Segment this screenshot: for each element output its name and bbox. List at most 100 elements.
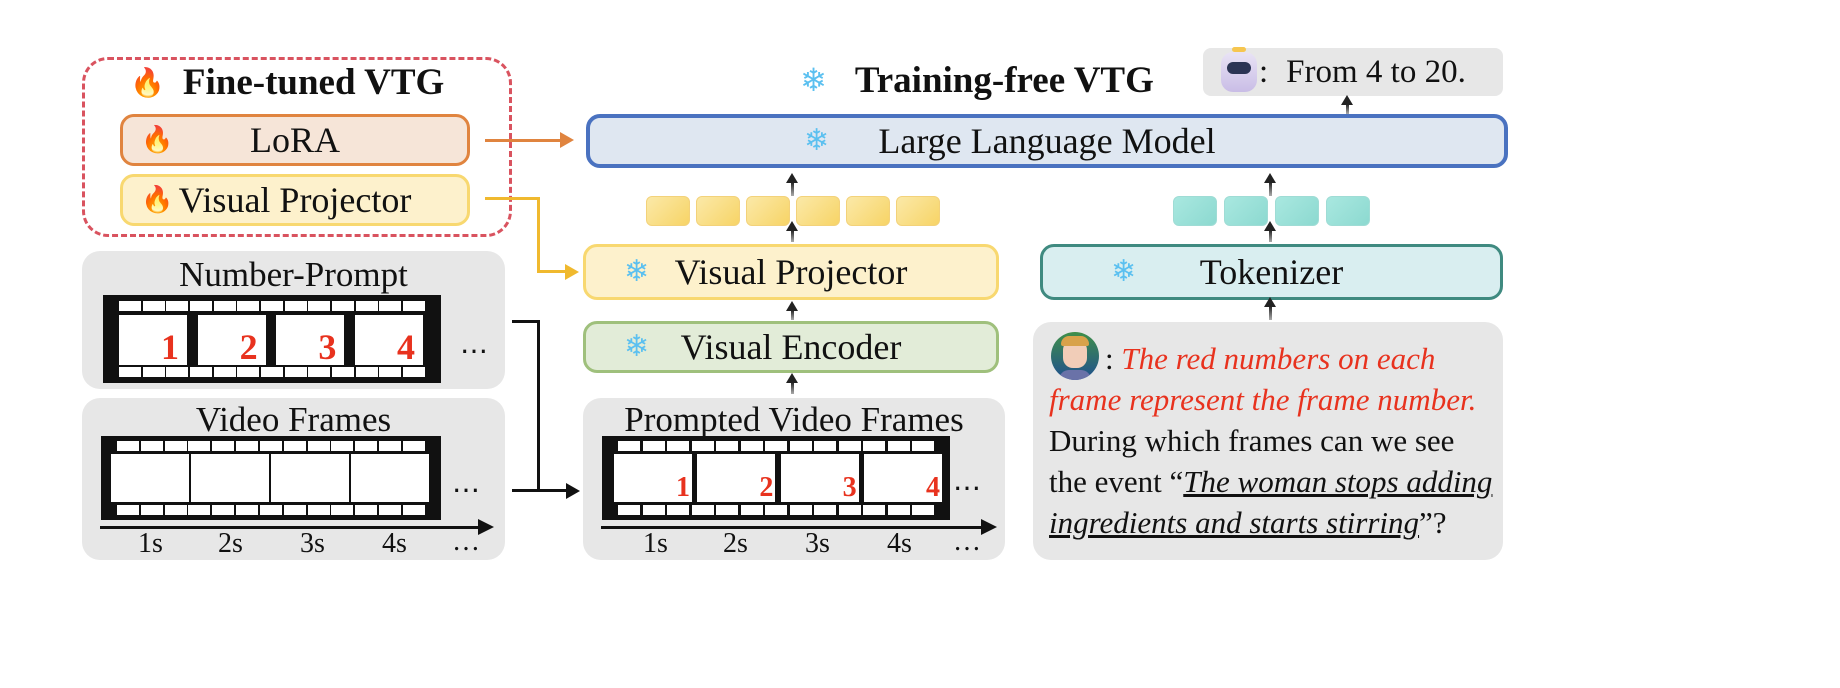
fine-tuned-visual-projector: 🔥 Visual Projector [120,174,470,226]
visual-token [696,196,740,226]
film-strip: 1 2 3 4 [602,436,950,520]
time-tick: 2s [218,528,243,559]
number-frame: 2 [197,315,266,365]
time-tick: 4s [382,528,407,559]
frames [111,454,429,502]
video-frames-title: Video Frames [195,400,392,439]
timeline-axis [601,519,997,535]
video-frames-panel: Video Frames … 1s 2s 3s 4s … [82,398,505,560]
output-arrow [1341,95,1353,114]
training-free-title: ❄ Training-free VTG [800,59,1154,101]
frames: 1 2 3 4 [614,454,942,502]
time-tick: 3s [300,528,325,559]
instruction-text: frame represent the frame number. [1049,382,1477,417]
frames: 1 2 3 4 [119,315,423,365]
arrow-up [1264,297,1276,320]
arrowhead [566,483,580,499]
instruction-text: The red numbers on each [1121,341,1436,376]
time-tick: 3s [805,528,830,559]
snowflake-icon: ❄ [800,61,827,99]
connector-segment [537,320,540,492]
text-token [1173,196,1217,226]
merge-connector [512,320,540,323]
fire-icon: 🔥 [141,185,174,215]
text-token [1224,196,1268,226]
question-text: During which frames can we see [1049,423,1455,458]
ellipsis: … [460,327,489,360]
video-frame [111,454,189,502]
number-frame: 4 [354,315,423,365]
arrow-up [1264,173,1276,196]
tokenizer: ❄ Tokenizer [1040,244,1503,300]
visual-token [646,196,690,226]
event-text: ingredients and starts stirring [1049,505,1420,540]
time-tick: 1s [643,528,668,559]
robot-icon [1221,47,1257,92]
arrowhead [565,264,579,280]
ellipsis: … [953,464,982,497]
arrow-segment [537,270,567,273]
arrow-up [786,301,798,320]
visual-token [796,196,840,226]
query-text: : The red numbers on each frame represen… [1049,341,1493,540]
time-tick: … [452,526,480,557]
time-tick: … [953,526,981,557]
sprocket-holes [618,441,934,451]
large-language-model: ❄ Large Language Model [586,114,1508,168]
number-frame: 3 [276,315,345,365]
visual-encoder: ❄ Visual Encoder [583,321,999,373]
query-panel: : The red numbers on each frame represen… [1033,322,1503,560]
snowflake-icon: ❄ [624,254,650,289]
snowflake-icon: ❄ [804,123,830,158]
sprocket-holes [117,505,425,515]
fine-tuned-title: 🔥 Fine-tuned VTG [130,61,445,103]
number-frame: 1 [119,315,187,365]
fire-icon: 🔥 [130,65,165,99]
time-tick: 4s [887,528,912,559]
film-strip [101,436,441,520]
ellipsis: … [452,466,481,499]
video-frame [271,454,349,502]
user-avatar-icon [1051,332,1099,380]
prompted-frame: 3 [780,454,859,502]
video-frame [351,454,429,502]
fire-icon: 🔥 [141,125,174,155]
visual-token [896,196,940,226]
prompted-frame: 1 [614,454,692,502]
time-tick: 2s [723,528,748,559]
prompted-frames-panel: Prompted Video Frames 1 2 3 4 … 1s 2s 3s… [583,398,1005,560]
film-strip: 1 2 3 4 [103,295,441,383]
lora-module: 🔥 LoRA [120,114,470,166]
visual-projector: ❄ Visual Projector [583,244,999,300]
number-prompt-panel: Number-Prompt 1 2 3 4 … [82,251,505,389]
video-frame [191,454,269,502]
arrow-up [786,221,798,242]
snowflake-icon: ❄ [1111,254,1137,289]
number-prompt-title: Number-Prompt [179,255,408,294]
sprocket-holes [117,441,425,451]
snowflake-icon: ❄ [624,329,650,364]
prompted-frame: 2 [697,454,776,502]
prompted-frames-title: Prompted Video Frames [624,400,964,439]
lora-to-llm-arrow [485,139,563,142]
visual-token [846,196,890,226]
visual-token [746,196,790,226]
sprocket-holes [618,505,934,515]
fine-tuned-group [82,57,512,237]
arrow-up [786,173,798,196]
text-token [1326,196,1370,226]
arrow-up [786,373,798,394]
prompted-frame: 4 [863,454,942,502]
sprocket-holes [119,367,425,377]
text-token [1275,196,1319,226]
model-output: : From 4 to 20. [1203,47,1503,96]
arrowhead [560,132,574,148]
event-text: The woman stops adding [1183,464,1493,499]
sprocket-holes [119,301,425,311]
arrow-segment [537,197,540,273]
arrow-up [1264,221,1276,242]
connector-segment [512,489,568,492]
timeline-axis [100,519,494,535]
vp-to-vp-arrow [485,197,539,200]
time-tick: 1s [138,528,163,559]
